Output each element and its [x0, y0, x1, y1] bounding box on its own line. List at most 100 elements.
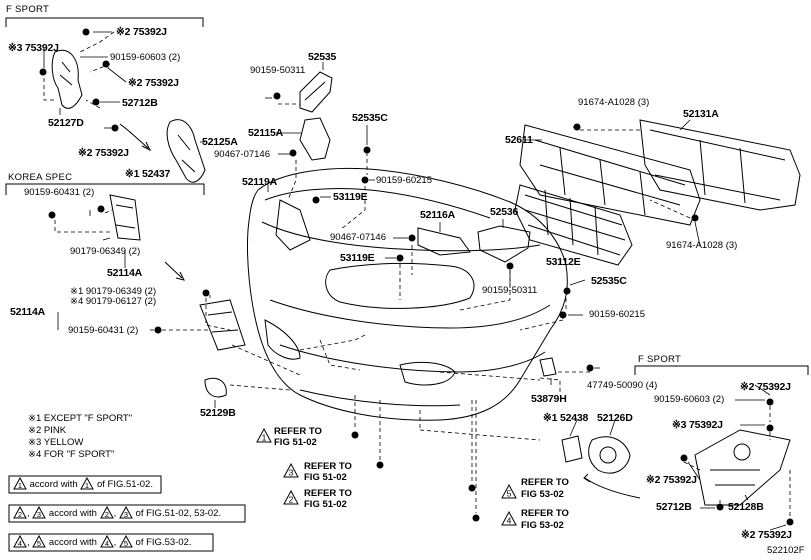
part-52114a-b[interactable]: 52114A: [10, 306, 46, 318]
part-90467-07146-a[interactable]: 90467-07146: [214, 149, 270, 160]
svg-text:5: 5: [37, 539, 41, 548]
legend-row-3-tri-d: 5: [119, 535, 133, 548]
part-53879h[interactable]: 53879H: [531, 393, 567, 405]
part-52712b-a[interactable]: 52712B: [122, 97, 158, 109]
part-52119a[interactable]: 52119A: [242, 176, 278, 188]
svg-text:4: 4: [18, 539, 22, 548]
bracket-52115a-shape: [299, 117, 331, 161]
part-75392j-c[interactable]: ※2 75392J: [128, 77, 179, 89]
part-90179-06349-b[interactable]: ※1 90179-06349 (2): [70, 286, 157, 297]
part-52712b-b[interactable]: 52712B: [656, 501, 692, 513]
refer-to-5-fig[interactable]: FIG 53-02: [521, 489, 564, 500]
part-75392j-d[interactable]: ※2 75392J: [78, 147, 129, 159]
part-52611[interactable]: 52611: [505, 134, 533, 146]
part-52129b[interactable]: 52129B: [200, 407, 236, 419]
part-90159-60215-b[interactable]: 90159-60215: [589, 309, 645, 320]
part-90467-07146-b[interactable]: 90467-07146: [330, 232, 386, 243]
ref-triangle-1: 1: [256, 427, 272, 443]
part-75392j-f[interactable]: ※3 75392J: [672, 419, 723, 431]
reinforcement-52131a-shape: [639, 119, 801, 211]
lamp-52126d-shape: [588, 436, 631, 474]
ref-triangle-3: 3: [283, 462, 299, 478]
part-75392j-h[interactable]: ※2 75392J: [741, 529, 792, 541]
part-90159-60431-a[interactable]: 90159-60431 (2): [24, 187, 95, 198]
ref-triangle-4: 4: [501, 510, 517, 526]
retainer-52116a-shape: [417, 227, 471, 256]
arrow-bottom: [583, 473, 641, 499]
part-75392j-e[interactable]: ※2 75392J: [740, 381, 791, 393]
part-52116a[interactable]: 52116A: [420, 209, 456, 221]
absorber-52611-shape: [519, 124, 701, 226]
retainer-52536-shape: [477, 225, 531, 263]
refer-to-3-fig[interactable]: FIG 51-02: [304, 472, 347, 483]
figure-code: 522102F: [767, 545, 805, 556]
part-91674-b[interactable]: 91674-A1028 (3): [666, 240, 738, 251]
part-52535c-a[interactable]: 52535C: [352, 112, 388, 124]
part-91674-a[interactable]: 91674-A1028 (3): [578, 97, 650, 108]
part-75392j-b[interactable]: ※3 75392J: [8, 42, 59, 54]
f-sport-right-bracket: [634, 365, 809, 375]
ref-triangle-3-number: 3: [289, 468, 294, 478]
refer-to-4[interactable]: REFER TO: [521, 508, 569, 519]
note-2: ※2 PINK: [28, 425, 67, 436]
refer-to-1-fig[interactable]: FIG 51-02: [274, 437, 317, 448]
part-52125a[interactable]: 52125A: [202, 136, 238, 148]
ref-triangle-2-number: 2: [289, 495, 294, 505]
part-53119e-b[interactable]: 53119E: [340, 252, 375, 264]
section-f-sport-top: F SPORT: [6, 4, 50, 15]
refer-to-2-fig[interactable]: FIG 51-02: [304, 499, 347, 510]
fog-opening-right: [399, 361, 456, 386]
ref-triangle-2: 2: [283, 489, 299, 505]
legend-row-2: 2, 3 accord with 2, 3 of FIG.51-02, 53-0…: [13, 506, 222, 521]
legend-row-1-tri-b: 1: [80, 477, 95, 490]
refer-to-1[interactable]: REFER TO: [274, 426, 322, 437]
dashed-assembly-lines: [43, 31, 791, 517]
part-52126d[interactable]: 52126D: [597, 412, 633, 424]
note-4: ※4 FOR "F SPORT": [28, 449, 115, 460]
part-90159-60603-b[interactable]: 90159-60603 (2): [654, 394, 725, 405]
part-90179-06349-a[interactable]: 90179-06349 (2): [70, 246, 141, 257]
part-90159-50311-a[interactable]: 90159-50311: [250, 65, 306, 76]
part-75392j-a[interactable]: ※2 75392J: [116, 26, 167, 38]
legend-box-3: [8, 533, 214, 552]
part-52535[interactable]: 52535: [308, 51, 337, 63]
part-152438[interactable]: ※1 52438: [543, 412, 589, 424]
part-90159-50311-b[interactable]: 90159-50311: [482, 285, 538, 296]
ref-triangle-5: 5: [501, 483, 517, 499]
svg-text:1: 1: [85, 481, 89, 490]
part-52115a[interactable]: 52115A: [248, 127, 284, 139]
part-47749-50090[interactable]: 47749-50090 (4): [587, 380, 658, 391]
legend-row-3: 4, 5 accord with 4, 5 of FIG.53-02.: [13, 535, 192, 550]
refer-to-2[interactable]: REFER TO: [304, 488, 352, 499]
part-52127d[interactable]: 52127D: [48, 117, 84, 129]
part-52128b[interactable]: 52128B: [728, 501, 764, 513]
legend-row-3-tri-a: 4: [13, 535, 27, 548]
legend-row-1-text-a: accord with: [29, 479, 78, 491]
part-152437[interactable]: ※1 52437: [125, 168, 171, 180]
part-90159-60603-a[interactable]: 90159-60603 (2): [110, 52, 181, 63]
plate-52114a-top-shape: [109, 194, 141, 241]
refer-to-4-fig[interactable]: FIG 53-02: [521, 520, 564, 531]
part-90179-06127[interactable]: ※4 90179-06127 (2): [70, 296, 157, 307]
svg-text:2: 2: [105, 510, 109, 519]
bumper-cover-shape: [246, 167, 568, 421]
part-52131a[interactable]: 52131A: [683, 108, 719, 120]
refer-to-5[interactable]: REFER TO: [521, 477, 569, 488]
bracket-52125a-shape: [166, 119, 206, 183]
part-90159-60215-a[interactable]: 90159-60215: [376, 175, 432, 186]
part-75392j-g[interactable]: ※2 75392J: [646, 474, 697, 486]
legend-row-3-text-b: of FIG.53-02.: [135, 537, 192, 549]
legend-row-3-tri-c: 4: [99, 535, 114, 548]
refer-to-3[interactable]: REFER TO: [304, 461, 352, 472]
svg-text:4: 4: [105, 539, 109, 548]
part-52535c-b[interactable]: 52535C: [591, 275, 627, 287]
part-52114a-a[interactable]: 52114A: [107, 267, 143, 279]
bracket-52127d-shape: [51, 49, 83, 109]
part-52536[interactable]: 52536: [490, 206, 519, 218]
part-53112e[interactable]: 53112E: [546, 256, 581, 268]
part-53119e[interactable]: 53119E: [333, 191, 368, 203]
part-90159-60431-b[interactable]: 90159-60431 (2): [68, 325, 139, 336]
legend-row-2-text-b: of FIG.51-02, 53-02.: [135, 508, 222, 520]
section-f-sport-right: F SPORT: [638, 354, 682, 365]
